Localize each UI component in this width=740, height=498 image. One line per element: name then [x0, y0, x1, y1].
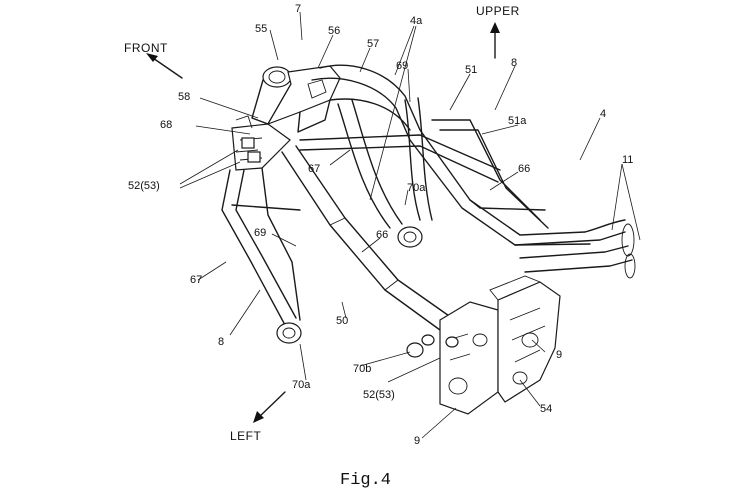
- front-label: FRONT: [124, 41, 168, 55]
- ref-label: 58: [178, 91, 190, 103]
- ref-label: 66: [518, 163, 530, 175]
- ref-label: 55: [255, 23, 267, 35]
- ref-label: 9: [414, 435, 420, 447]
- front-arrow-icon: [146, 53, 182, 78]
- upper-arrow-icon: [490, 22, 500, 58]
- ref-label: 67: [308, 163, 320, 175]
- ref-label: 69: [254, 227, 266, 239]
- left-arrow-icon: [253, 392, 285, 423]
- ref-label: 68: [160, 119, 172, 131]
- figure-caption: Fig.4: [340, 471, 391, 490]
- ref-label: 9: [556, 349, 562, 361]
- ref-label: 8: [511, 57, 517, 69]
- ref-label: 7: [295, 3, 301, 15]
- left-label: LEFT: [230, 429, 262, 443]
- ref-label: 52(53): [128, 180, 160, 192]
- ref-label: 51a: [508, 115, 527, 127]
- ref-label: 66: [376, 229, 388, 241]
- left-down-member: [222, 168, 301, 343]
- ref-label: 52(53): [363, 389, 395, 401]
- ref-label: 69: [396, 60, 408, 72]
- ref-label: 70a: [407, 182, 426, 194]
- ref-label: 70b: [353, 363, 371, 375]
- ref-label: 4: [600, 108, 606, 120]
- ref-label: 70a: [292, 379, 311, 391]
- ref-label: 4a: [410, 15, 423, 27]
- inner-down-member: [338, 98, 432, 247]
- upper-label: UPPER: [476, 4, 520, 18]
- cross-tube: [300, 135, 500, 182]
- ref-label: 11: [622, 154, 633, 166]
- pivot-plate-left: [407, 302, 498, 414]
- ref-label: 50: [336, 315, 348, 327]
- pivot-plate-right: [490, 276, 560, 402]
- ref-label: 51: [465, 64, 477, 76]
- ref-label: 8: [218, 336, 224, 348]
- ref-label: 57: [367, 38, 379, 50]
- front-gusset: [232, 116, 290, 170]
- ref-label: 54: [540, 403, 552, 415]
- ref-label: 67: [190, 274, 202, 286]
- leader-lines: [180, 12, 640, 438]
- rear-tubes: [515, 220, 635, 278]
- ref-label: 56: [328, 25, 340, 37]
- head-pipe: [252, 66, 340, 132]
